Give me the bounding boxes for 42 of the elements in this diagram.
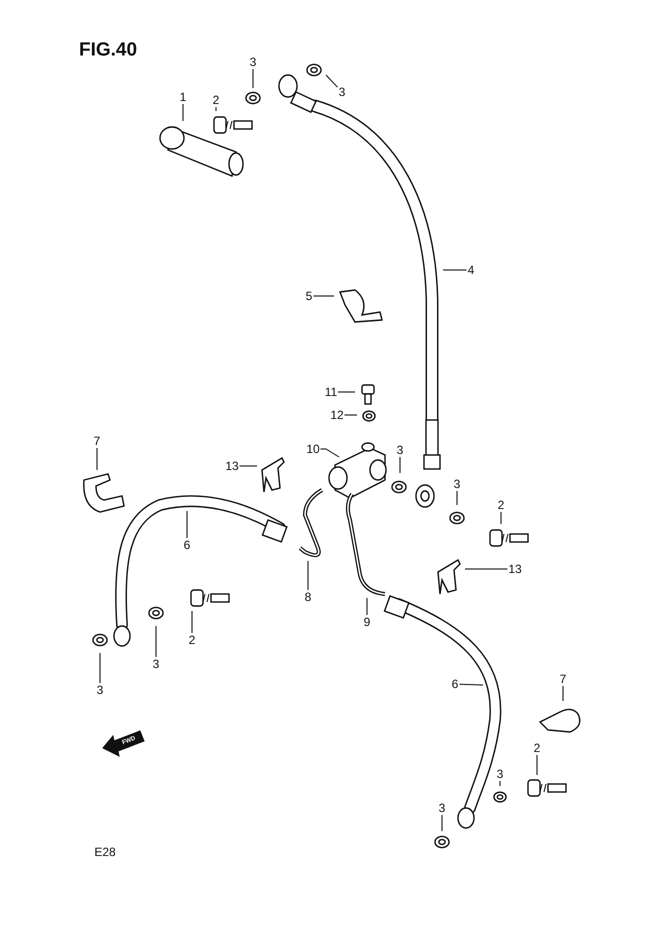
callout-number: 6 [450,677,460,691]
callout-number: 3 [496,767,504,781]
callout-number: 3 [452,477,462,491]
callout-number: 8 [304,590,312,604]
callout-number: 2 [188,633,196,647]
callout-number: 3 [438,801,446,815]
callout-number: 6 [182,538,192,552]
leader-line [252,68,254,88]
leader-line [186,510,188,538]
leader-line [182,104,184,122]
leader-line [456,490,458,506]
callout-number: 11 [324,385,338,399]
leader-line [344,414,358,416]
figure-code: E28 [94,846,116,858]
callout-number: 13 [507,562,523,576]
leader-line [96,448,98,470]
callout-number: 2 [532,741,542,755]
callout-number: 2 [496,498,506,512]
callout-number: 3 [396,443,404,457]
leader-line [464,568,508,570]
leader-line [326,74,338,88]
callout-number: 7 [558,672,568,686]
leader-line [320,448,340,458]
callout-number: 12 [329,408,345,422]
figure-title: FIG.40 [78,40,138,60]
callout-number: 1 [178,90,188,104]
leader-line [536,754,538,776]
leader-line [500,512,502,524]
leader-line [459,684,484,686]
callout-number: 3 [338,85,346,99]
callout-number: 7 [92,434,102,448]
callout-number: 10 [305,442,321,456]
callout-number: 4 [466,263,476,277]
callout-number: 5 [304,289,314,303]
callout-number: 3 [152,657,160,671]
callout-number: 9 [362,615,372,629]
leader-line [562,686,564,702]
callout-number: 3 [96,683,104,697]
leader-line [366,598,368,616]
callout-number: 2 [212,93,220,107]
callout-number: 13 [224,459,240,473]
callout-number: 3 [248,55,258,69]
